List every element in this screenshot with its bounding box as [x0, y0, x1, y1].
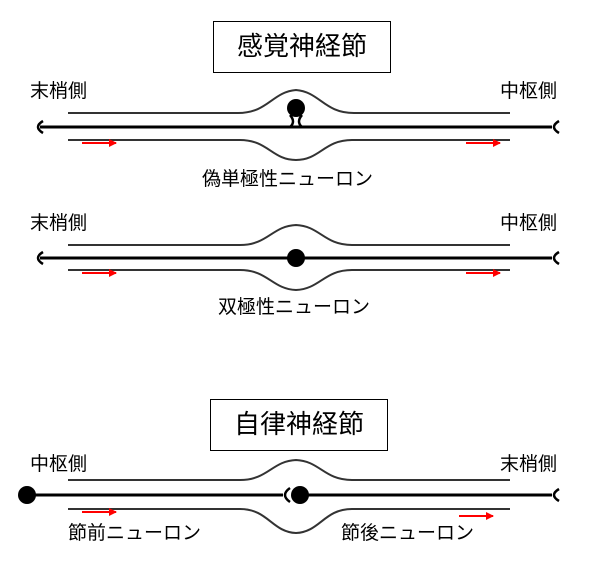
bipolar-ganglion-capsule-lower: [68, 269, 510, 292]
pseudo-unipolar-caption: 偽単極性ニューロン: [202, 168, 374, 190]
pseudo-peripheral-label: 末梢側: [30, 80, 88, 102]
autonomic-neurons: [18, 458, 560, 535]
bipolar-left-terminal: [36, 250, 44, 266]
pseudo-ganglion-capsule-lower: [68, 139, 510, 162]
bipolar-right-terminal: [552, 250, 560, 266]
sensory-ganglion-title: 感覚神経節: [213, 21, 391, 73]
autonomic-ganglion-title: 自律神経節: [210, 399, 388, 451]
autonomic-ganglion-title-text: 自律神経節: [233, 410, 364, 440]
sensory-ganglion-title-text: 感覚神経節: [236, 32, 367, 62]
synapse-terminal: [283, 486, 291, 504]
pseudo-right-terminal: [552, 119, 560, 135]
bipolar-caption: 双極性ニューロン: [218, 296, 371, 318]
bipolar-neuron: [36, 223, 560, 292]
autonomic-ganglion-capsule: [68, 458, 510, 481]
pseudo-left-terminal: [36, 119, 44, 135]
autonomic-peripheral-label: 末梢側: [500, 453, 558, 475]
autonomic-central-label: 中枢側: [30, 453, 88, 475]
pseudo-stalk: [289, 114, 303, 128]
bipolar-peripheral-label: 末梢側: [30, 212, 88, 234]
pseudo-unipolar-neuron: [36, 88, 560, 162]
pseudo-ganglion-capsule: [68, 88, 510, 114]
bipolar-ganglion-capsule: [68, 223, 510, 246]
autonomic-ganglion-capsule-lower: [68, 508, 510, 535]
postganglionic-terminal: [552, 487, 560, 503]
bipolar-soma: [287, 249, 305, 267]
pseudo-soma: [287, 99, 305, 117]
bipolar-central-label: 中枢側: [500, 212, 558, 234]
preganglionic-caption: 節前ニューロン: [68, 522, 202, 544]
postganglionic-caption: 節後ニューロン: [341, 522, 475, 544]
pseudo-central-label: 中枢側: [500, 80, 558, 102]
